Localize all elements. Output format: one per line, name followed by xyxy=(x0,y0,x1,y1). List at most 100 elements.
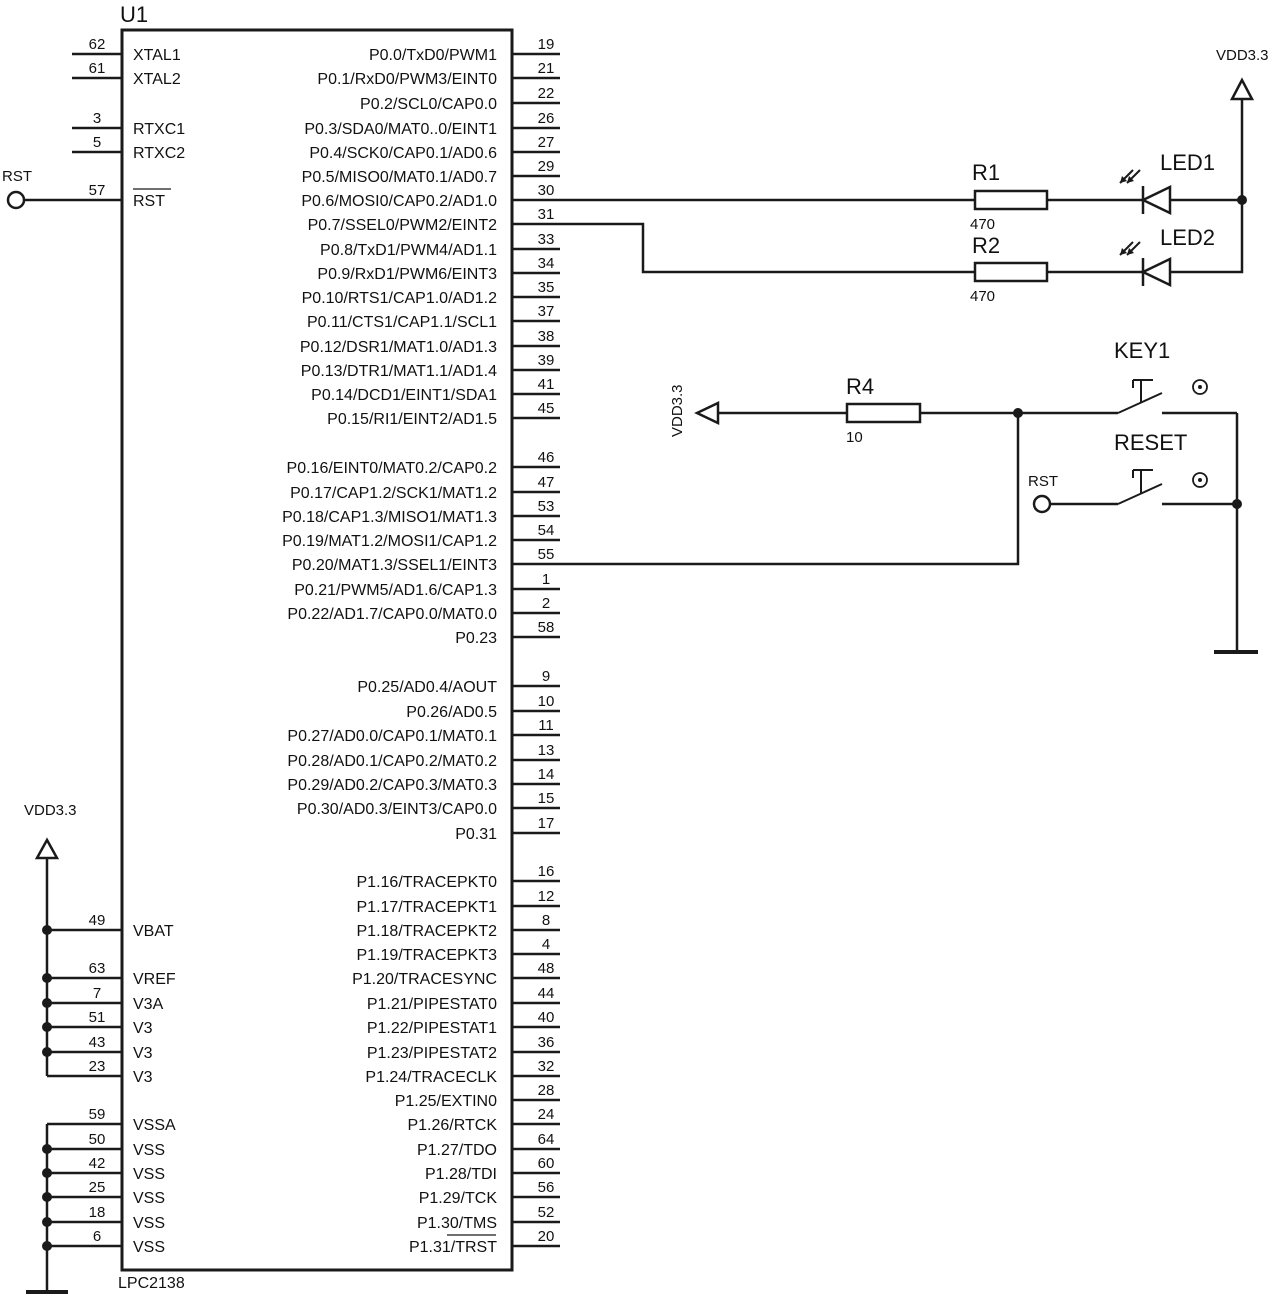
pin-number: 37 xyxy=(538,303,555,320)
pin-name: P1.25/EXTIN0 xyxy=(395,1093,497,1110)
pin-number: 15 xyxy=(538,790,555,807)
pin-name: VSS xyxy=(133,1142,165,1159)
vdd-arrow-left xyxy=(34,837,60,860)
pin-number: 14 xyxy=(538,766,555,783)
pin-name: P0.1/RxD0/PWM3/EINT0 xyxy=(317,71,497,88)
vdd-supply-top-right: VDD3.3 xyxy=(1216,47,1269,205)
pin-number: 25 xyxy=(89,1179,106,1196)
pin-name: P1.31/TRST xyxy=(409,1239,497,1256)
rst-port-left-circle xyxy=(6,190,26,210)
r2-value: 470 xyxy=(970,288,995,305)
ground-bus-left xyxy=(26,1124,68,1294)
pin-name: VSS xyxy=(133,1239,165,1256)
pin-number: 27 xyxy=(538,134,555,151)
led2-diode xyxy=(1140,257,1172,287)
pin-number: 51 xyxy=(89,1009,106,1026)
pin-number: 17 xyxy=(538,815,555,832)
pin-number: 58 xyxy=(538,619,555,636)
pin-name: P0.7/SSEL0/PWM2/EINT2 xyxy=(308,217,498,234)
pin-number: 16 xyxy=(538,863,555,880)
pin-number: 21 xyxy=(538,60,555,77)
chip-body xyxy=(120,28,514,1272)
pin-name: P0.11/CTS1/CAP1.1/SCL1 xyxy=(307,314,497,331)
pin-number: 61 xyxy=(89,60,106,77)
pin-number: 57 xyxy=(89,182,106,199)
pin-name: P0.5/MISO0/MAT0.1/AD0.7 xyxy=(302,169,497,186)
pin-name: P0.15/RI1/EINT2/AD1.5 xyxy=(327,411,497,428)
pin-number: 24 xyxy=(538,1106,555,1123)
pin-name: P1.19/TRACEPKT3 xyxy=(357,947,498,964)
vdd-label-left: VDD3.3 xyxy=(24,802,77,819)
pin-name: XTAL2 xyxy=(133,71,181,88)
junction-dot xyxy=(1232,499,1242,509)
rst-port-left: RST xyxy=(2,168,72,210)
pin-number: 41 xyxy=(538,376,555,393)
pin-name: P1.24/TRACECLK xyxy=(365,1069,497,1086)
right-pin-9: 9P0.25/AD0.4/AOUT xyxy=(357,668,560,696)
pin-name: P0.12/DSR1/MAT1.0/AD1.3 xyxy=(300,339,497,356)
pin-number: 7 xyxy=(93,985,101,1002)
pin-name: P1.16/TRACEPKT0 xyxy=(357,874,498,891)
junction-dot xyxy=(1237,195,1247,205)
pin-number: 30 xyxy=(538,182,555,199)
pin-name: V3A xyxy=(133,996,164,1013)
pin-name: P1.27/TDO xyxy=(417,1142,497,1159)
pin-number: 55 xyxy=(538,546,555,563)
rst-port-right-circle xyxy=(1032,494,1052,514)
pin-number: 31 xyxy=(538,206,555,223)
pin-number: 62 xyxy=(89,36,106,53)
pin-number: 60 xyxy=(538,1155,555,1172)
pin-number: 52 xyxy=(538,1204,555,1221)
right-pin-2: 2P0.22/AD1.7/CAP0.0/MAT0.0 xyxy=(287,595,560,623)
pin-number: 39 xyxy=(538,352,555,369)
pin-number: 32 xyxy=(538,1058,555,1075)
pin-number: 18 xyxy=(89,1204,106,1221)
vdd-arrow-top-right xyxy=(1229,77,1255,101)
led1-label: LED1 xyxy=(1160,150,1215,175)
pin-number: 47 xyxy=(538,474,555,491)
pin-name: P0.26/AD0.5 xyxy=(406,704,497,721)
pin-name: P0.17/CAP1.2/SCK1/MAT1.2 xyxy=(290,485,497,502)
pin-name: P0.10/RTS1/CAP1.0/AD1.2 xyxy=(302,290,497,307)
pin-number: 45 xyxy=(538,400,555,417)
pin-name: P0.9/RxD1/PWM6/EINT3 xyxy=(317,266,497,283)
pin-number: 50 xyxy=(89,1131,106,1148)
pin-name: VSSA xyxy=(133,1117,176,1134)
pin-name: V3 xyxy=(133,1020,153,1037)
r1-value: 470 xyxy=(970,216,995,233)
r4-value: 10 xyxy=(846,429,863,446)
pin-number: 63 xyxy=(89,960,106,977)
led2-label: LED2 xyxy=(1160,225,1215,250)
pin-number: 48 xyxy=(538,960,555,977)
pin-name: P0.0/TxD0/PWM1 xyxy=(369,47,497,64)
reset-actuator-icon xyxy=(1192,472,1208,488)
pin-name: P1.21/PIPESTAT0 xyxy=(367,996,497,1013)
pin-name: VSS xyxy=(133,1166,165,1183)
pin-number: 22 xyxy=(538,85,555,102)
r1-ref: R1 xyxy=(972,160,1000,185)
rst-port-left-label: RST xyxy=(2,168,32,185)
